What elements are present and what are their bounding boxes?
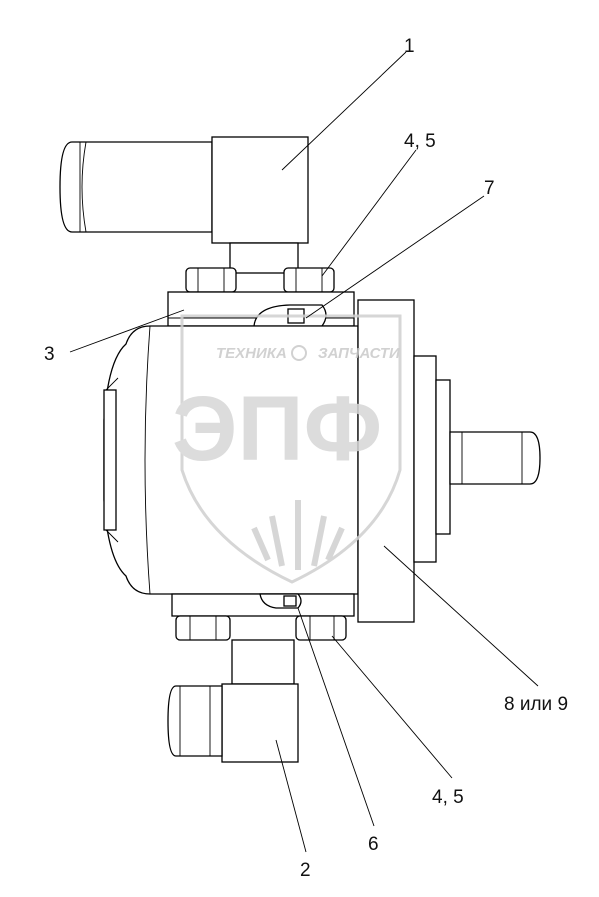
callout-4-5-top: 4, 5: [404, 131, 436, 152]
top-nut-left: [185, 267, 237, 293]
top-plate-part-3: [167, 291, 355, 327]
bottom-nut-right: [295, 615, 347, 641]
watermark-right-word: ЗАПЧАСТИ: [318, 345, 401, 362]
callout-7: 7: [484, 178, 495, 199]
callout-labels: 1 4, 5 7 3 8 или 9 4, 5 6 2: [44, 36, 568, 881]
watermark-left-word: ТЕХНИКА: [216, 345, 287, 362]
bottom-fitting-part-2: [167, 639, 299, 763]
wheat-icon: [251, 500, 345, 570]
watermark-logo: ТЕХНИКА ЗАПЧАСТИ ЭПФ: [172, 314, 402, 584]
bottom-nut-left: [175, 615, 231, 641]
leader-lines: [69, 51, 539, 853]
callout-8-or-9: 8 или 9: [504, 694, 568, 715]
watermark-logo-letters: ЭПФ: [172, 378, 382, 480]
bottom-plate: [171, 593, 355, 617]
callout-3: 3: [44, 344, 55, 365]
gear-icon: [291, 345, 307, 361]
top-nut-right: [283, 267, 335, 293]
callout-4-5-bottom: 4, 5: [432, 787, 464, 808]
pump-housing: [103, 325, 359, 595]
right-flange-part-8-or-9: [357, 299, 451, 623]
top-fitting-part-1: [59, 136, 309, 274]
drive-shaft: [449, 431, 541, 485]
callout-2: 2: [300, 860, 311, 881]
callout-6: 6: [368, 834, 379, 855]
callout-1: 1: [404, 36, 415, 57]
